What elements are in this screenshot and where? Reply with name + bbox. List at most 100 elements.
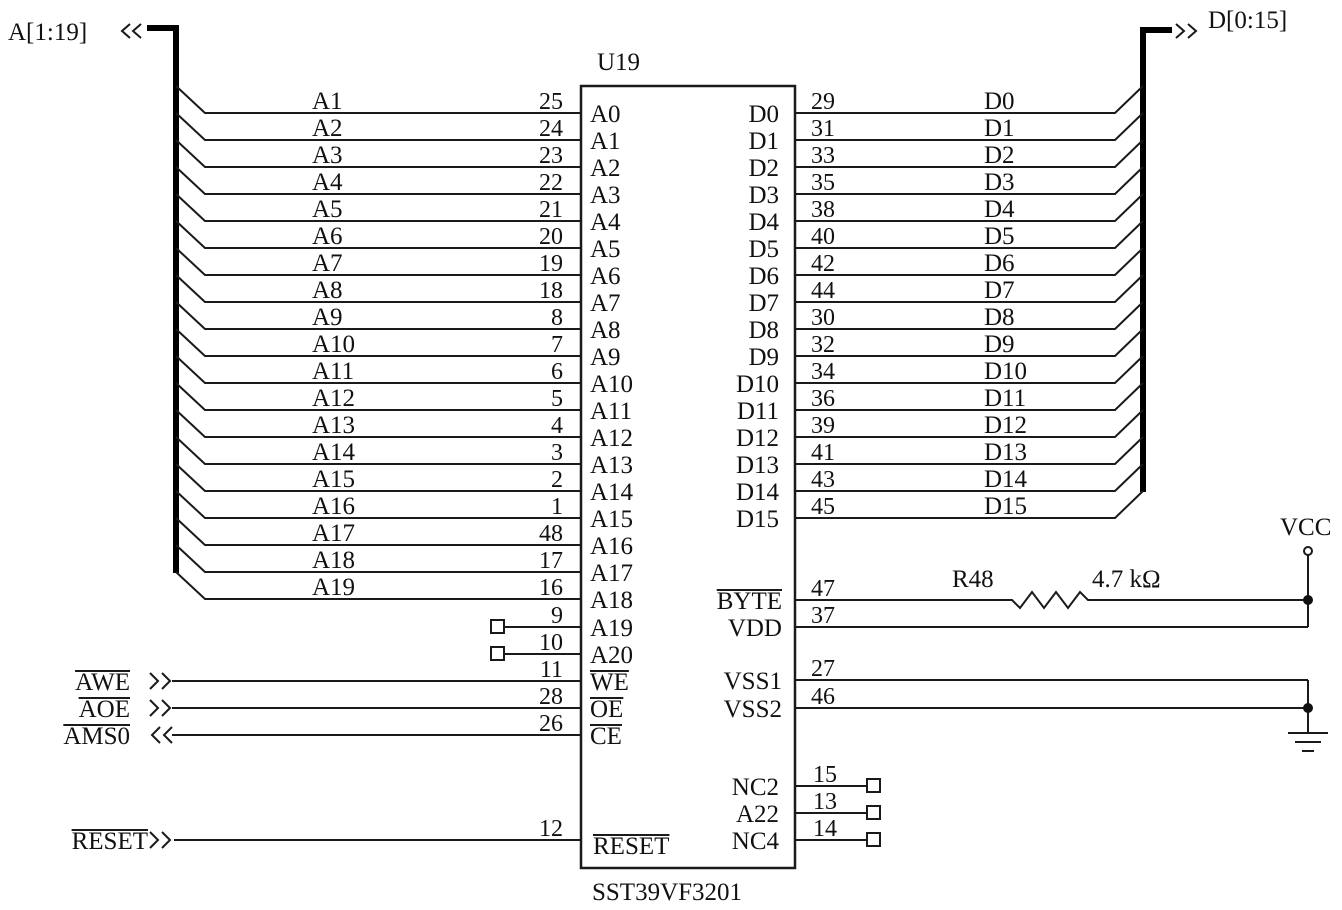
- pin-number: 19: [539, 251, 563, 277]
- net-label: A12: [312, 385, 355, 412]
- net-label: D11: [984, 385, 1026, 412]
- input-port-icon: [149, 831, 172, 849]
- data-bus-label: D[0:15]: [1208, 7, 1287, 34]
- address-net-wire: [175, 274, 581, 303]
- pin-name: BYTE: [717, 588, 782, 615]
- pin-name: D2: [748, 155, 779, 182]
- resistor-ref-label: R48: [952, 566, 994, 593]
- junction-dot-gnd: [1303, 703, 1313, 713]
- net-label: D3: [984, 169, 1015, 196]
- net-label: A7: [312, 250, 343, 277]
- net-label: D5: [984, 223, 1015, 250]
- data-net-wire: [795, 166, 1144, 195]
- vcc-terminal-icon: [1303, 546, 1313, 556]
- net-label: A19: [312, 574, 355, 601]
- net-label: D0: [984, 88, 1015, 115]
- pin-number: 9: [551, 603, 563, 629]
- pin-number: 16: [539, 575, 563, 601]
- address-net-wire: [175, 355, 581, 384]
- pin-number: 13: [813, 789, 837, 815]
- address-net-wire: [175, 112, 581, 141]
- net-label: A6: [312, 223, 343, 250]
- data-net-wire: [795, 247, 1144, 276]
- pin-number: 15: [813, 762, 837, 788]
- pin-number: 36: [811, 386, 835, 412]
- pin-name: A10: [590, 371, 633, 398]
- input-port-icon: [149, 672, 172, 690]
- pin-number: 14: [813, 816, 837, 842]
- data-pin-group: D029D0D131D1D233D2D335D3D438D4D540D5D642…: [736, 85, 1144, 533]
- pin-number: 21: [539, 197, 563, 223]
- data-net-wire: [795, 328, 1144, 357]
- address-net-wire: [175, 490, 581, 519]
- address-net-wire: [175, 409, 581, 438]
- net-label: A2: [312, 115, 343, 142]
- pin-name: A0: [590, 101, 621, 128]
- data-net-wire: [795, 139, 1144, 168]
- pin-number: 41: [811, 440, 835, 466]
- net-label: D8: [984, 304, 1015, 331]
- no-connect-icon: [866, 778, 881, 793]
- net-label: A3: [312, 142, 343, 169]
- pin-name: NC4: [732, 828, 780, 855]
- pin-name: A9: [590, 344, 621, 371]
- pin-name: D6: [748, 263, 779, 290]
- address-net-wire: [175, 544, 581, 573]
- address-net-wire: [175, 463, 581, 492]
- pin-name: RESET: [593, 833, 669, 860]
- pin-number: 35: [811, 170, 835, 196]
- net-label: A16: [312, 493, 355, 520]
- pin-number: 30: [811, 305, 835, 331]
- pin-name: D12: [736, 425, 779, 452]
- pin-number: 10: [539, 630, 563, 656]
- data-net-wire: [795, 436, 1144, 465]
- address-net-wire: [175, 220, 581, 249]
- pin-number: 44: [811, 278, 835, 304]
- nc-pin-nc2: 15 NC2: [732, 762, 881, 801]
- pin-number: 31: [811, 116, 835, 142]
- net-label: D4: [984, 196, 1015, 223]
- net-label: A14: [312, 439, 356, 466]
- nc-pin-nc4: 14 NC4: [732, 816, 881, 855]
- pin-number: 42: [811, 251, 835, 277]
- pin-name: A2: [590, 155, 621, 182]
- pin-number: 17: [539, 548, 563, 574]
- address-net-wire: [175, 382, 581, 411]
- data-bus-port-icon: [1175, 23, 1198, 39]
- address-bus-line: [147, 25, 179, 573]
- ground-net: [795, 679, 1328, 752]
- pin-name: NC2: [732, 774, 779, 801]
- pin-name: A20: [590, 642, 633, 669]
- data-net-wire: [795, 274, 1144, 303]
- pin-number: 4: [551, 413, 563, 439]
- pin-name: D5: [748, 236, 779, 263]
- data-bus-line: [1140, 27, 1172, 492]
- pin-name: D15: [736, 506, 779, 533]
- pin-name: D14: [736, 479, 780, 506]
- pin-name: CE: [590, 723, 622, 750]
- pin-name: VSS1: [724, 668, 782, 695]
